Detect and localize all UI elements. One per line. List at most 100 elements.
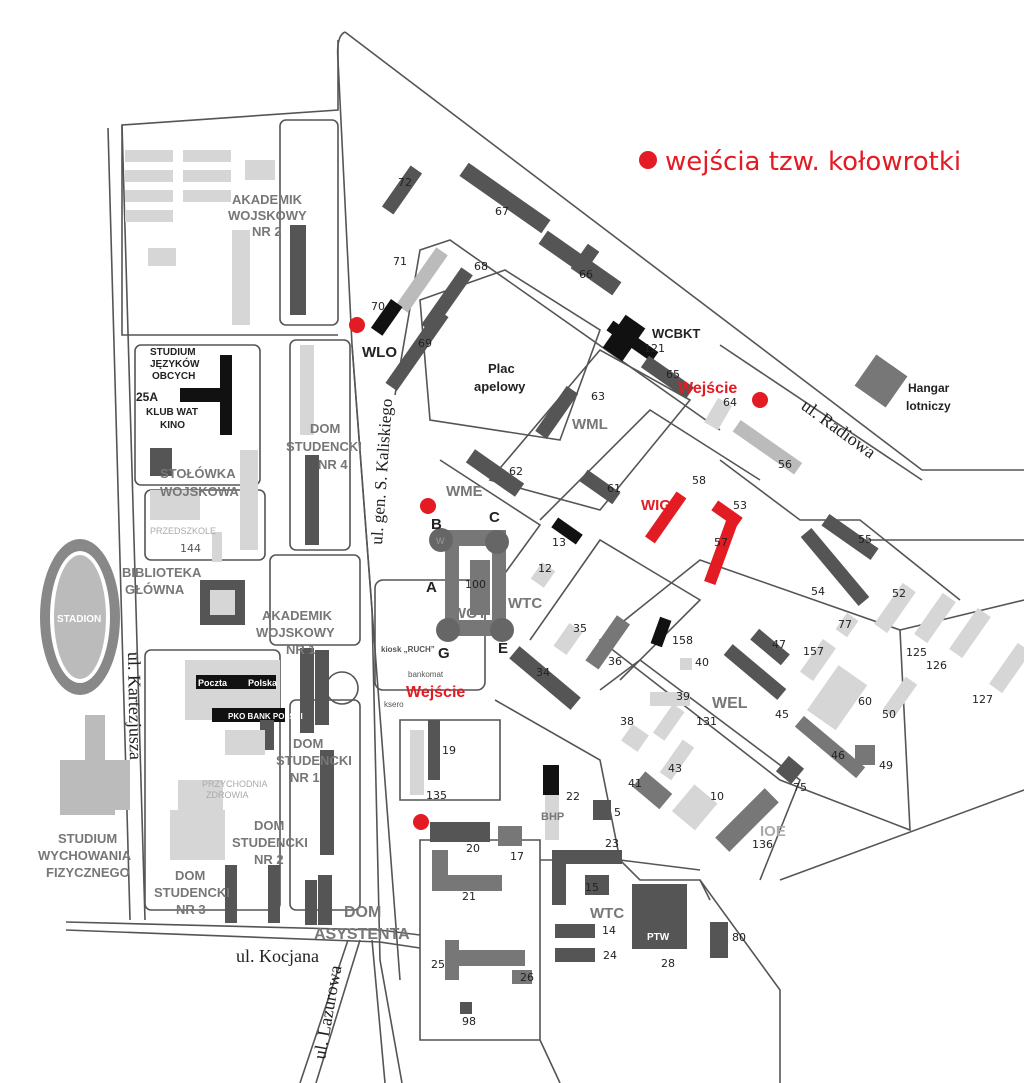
building-23[interactable]: 23 bbox=[605, 837, 619, 850]
wig-label[interactable]: WIG bbox=[641, 497, 671, 514]
building-67[interactable]: 67 bbox=[495, 205, 509, 218]
building-100[interactable]: 100 bbox=[465, 578, 486, 591]
dom-studencki-1-label[interactable]: DOM bbox=[293, 736, 323, 751]
building-39[interactable]: 39 bbox=[676, 690, 690, 703]
building-58[interactable]: 58 bbox=[692, 474, 706, 487]
building-38[interactable]: 38 bbox=[620, 715, 634, 728]
studium-wf-label[interactable]: STUDIUM bbox=[58, 831, 117, 846]
building-49[interactable]: 49 bbox=[879, 759, 893, 772]
entrance-wlo-dot-icon[interactable] bbox=[349, 317, 365, 333]
building-127[interactable]: 127 bbox=[972, 693, 993, 706]
building-14[interactable]: 14 bbox=[602, 924, 616, 937]
building-157[interactable]: 157 bbox=[803, 645, 824, 658]
stadion-label[interactable]: STADION bbox=[57, 614, 101, 625]
entrance-south-dot-icon[interactable] bbox=[413, 814, 429, 830]
pko-label[interactable]: PKO BANK POLSKI bbox=[228, 712, 303, 721]
building-55[interactable]: 55 bbox=[858, 533, 872, 546]
wtc-south-label[interactable]: WTC bbox=[590, 905, 624, 922]
biblioteka-label[interactable]: BIBLIOTEKA bbox=[122, 565, 202, 580]
dom-studencki-4-label[interactable]: DOM bbox=[310, 421, 340, 436]
dom-studencki-2-label[interactable]: DOM bbox=[254, 818, 284, 833]
building-126[interactable]: 126 bbox=[926, 659, 947, 672]
building-28[interactable]: 28 bbox=[661, 957, 675, 970]
building-25[interactable]: 25 bbox=[431, 958, 445, 971]
building-34[interactable]: 34 bbox=[536, 666, 550, 679]
building-158[interactable]: 158 bbox=[672, 634, 693, 647]
building-24[interactable]: 24 bbox=[603, 949, 617, 962]
building-47[interactable]: 47 bbox=[772, 638, 786, 651]
building-12[interactable]: 12 bbox=[538, 562, 552, 575]
building-136[interactable]: 136 bbox=[752, 838, 773, 851]
building-56[interactable]: 56 bbox=[778, 458, 792, 471]
klub-wat-label[interactable]: KLUB WAT bbox=[146, 407, 198, 418]
bankomat-label[interactable]: bankomat bbox=[408, 670, 444, 679]
ptw-label[interactable]: PTW bbox=[647, 932, 670, 943]
building-125[interactable]: 125 bbox=[906, 646, 927, 659]
building-80[interactable]: 80 bbox=[732, 931, 746, 944]
building-144-label[interactable]: 144 bbox=[180, 542, 201, 555]
entrance-radiowa-dot-icon[interactable] bbox=[752, 392, 768, 408]
building-5[interactable]: 5 bbox=[614, 806, 621, 819]
building-64[interactable]: 64 bbox=[723, 396, 737, 409]
building-15[interactable]: 15 bbox=[585, 881, 599, 894]
wejscie-wcy-label[interactable]: Wejście bbox=[406, 684, 465, 701]
building-50[interactable]: 50 bbox=[882, 708, 896, 721]
akademik-1-label[interactable]: AKADEMIK bbox=[262, 608, 333, 623]
stolowka-label[interactable]: STOŁÓWKA bbox=[160, 466, 236, 481]
dom-asystenta-label[interactable]: DOM bbox=[344, 904, 381, 921]
building-61[interactable]: 61 bbox=[607, 482, 621, 495]
building-75[interactable]: 75 bbox=[793, 781, 807, 794]
poczta-label[interactable]: Poczta bbox=[198, 678, 228, 688]
ioe-label[interactable]: IOE bbox=[760, 823, 786, 840]
bhp-label[interactable]: BHP bbox=[541, 811, 564, 823]
building-36[interactable]: 36 bbox=[608, 655, 622, 668]
building-77[interactable]: 77 bbox=[838, 618, 852, 631]
building-57[interactable]: 57 bbox=[714, 536, 728, 549]
building-70[interactable]: 70 bbox=[371, 300, 385, 313]
wcbkt-label[interactable]: WCBKT bbox=[652, 326, 700, 341]
building-19[interactable]: 19 bbox=[442, 744, 456, 757]
building-53[interactable]: 53 bbox=[733, 499, 747, 512]
ksero-label[interactable]: ksero bbox=[384, 700, 404, 709]
building-69[interactable]: 69 bbox=[418, 337, 432, 350]
wejscie-radiowa-label[interactable]: Wejście bbox=[678, 380, 737, 397]
dom-studencki-3-label[interactable]: DOM bbox=[175, 868, 205, 883]
building-40[interactable]: 40 bbox=[695, 656, 709, 669]
przychodnia-label[interactable]: PRZYCHODNIA bbox=[202, 779, 268, 789]
building-13[interactable]: 13 bbox=[552, 536, 566, 549]
wcy-label[interactable]: WCY bbox=[452, 605, 487, 622]
kiosk-label[interactable]: kiosk „RUCH” bbox=[381, 645, 435, 654]
building-62[interactable]: 62 bbox=[509, 465, 523, 478]
building-43[interactable]: 43 bbox=[668, 762, 682, 775]
wme-label[interactable]: WME bbox=[446, 483, 483, 500]
wtc-label[interactable]: WTC bbox=[508, 595, 542, 612]
building-65[interactable]: 65 bbox=[666, 368, 680, 381]
building-35[interactable]: 35 bbox=[573, 622, 587, 635]
building-46[interactable]: 46 bbox=[831, 749, 845, 762]
studium-jezykow-label[interactable]: STUDIUM bbox=[150, 347, 196, 358]
building-63[interactable]: 63 bbox=[591, 390, 605, 403]
building-72[interactable]: 72 bbox=[398, 176, 412, 189]
entrance-wme-dot-icon[interactable] bbox=[420, 498, 436, 514]
building-60[interactable]: 60 bbox=[858, 695, 872, 708]
hangar-label[interactable]: Hangar bbox=[908, 381, 950, 395]
building-135[interactable]: 135 bbox=[426, 789, 447, 802]
przedszkole-label[interactable]: PRZEDSZKOLE bbox=[150, 526, 216, 536]
building-26[interactable]: 26 bbox=[520, 971, 534, 984]
building-121[interactable]: 121 bbox=[644, 342, 665, 355]
building-10[interactable]: 10 bbox=[710, 790, 724, 803]
wlo-label[interactable]: WLO bbox=[362, 344, 397, 361]
building-45[interactable]: 45 bbox=[775, 708, 789, 721]
building-20[interactable]: 20 bbox=[466, 842, 480, 855]
building-17[interactable]: 17 bbox=[510, 850, 524, 863]
building-71[interactable]: 71 bbox=[393, 255, 407, 268]
building-25a-label[interactable]: 25A bbox=[136, 390, 158, 404]
building-98[interactable]: 98 bbox=[462, 1015, 476, 1028]
wml-label[interactable]: WML bbox=[572, 416, 608, 433]
wel-label[interactable]: WEL bbox=[712, 695, 748, 712]
building-21[interactable]: 21 bbox=[462, 890, 476, 903]
building-54[interactable]: 54 bbox=[811, 585, 825, 598]
building-68[interactable]: 68 bbox=[474, 260, 488, 273]
building-41[interactable]: 41 bbox=[628, 777, 642, 790]
akademik-2-label[interactable]: AKADEMIK bbox=[232, 192, 303, 207]
